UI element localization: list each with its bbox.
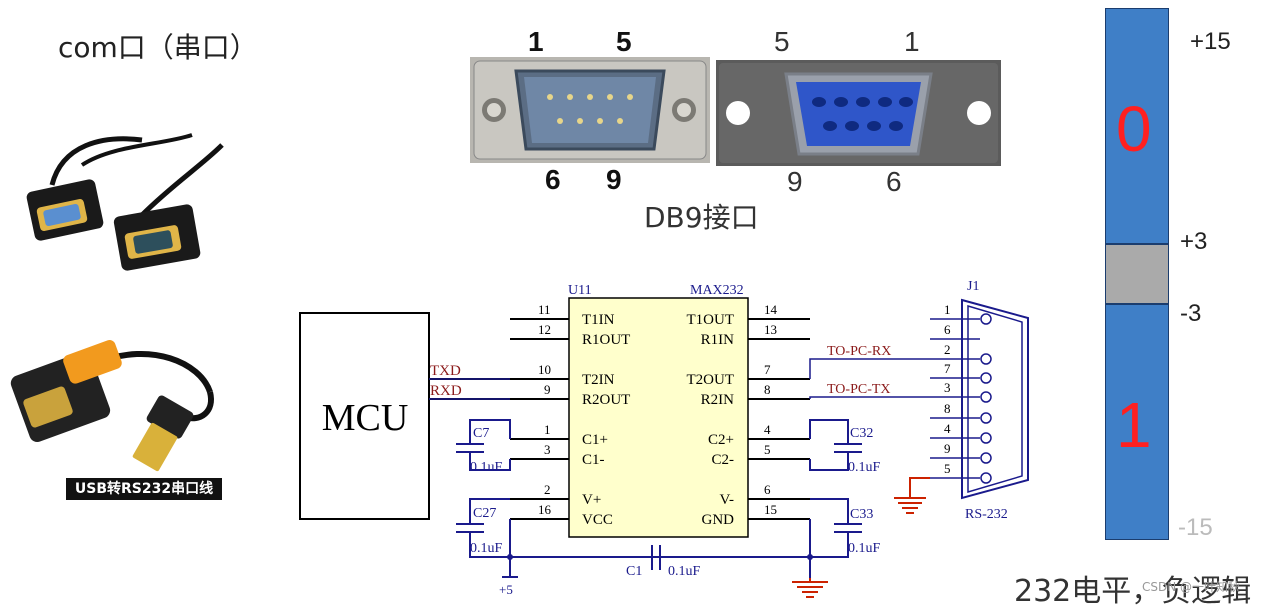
pin-name-r1in: R1IN bbox=[701, 332, 735, 348]
mcu-label: MCU bbox=[322, 397, 409, 439]
male-pin-label-5: 5 bbox=[616, 26, 632, 57]
supply-label: +5 bbox=[499, 582, 513, 597]
db9-female-icon bbox=[716, 60, 1001, 166]
c32-ref: C32 bbox=[850, 426, 873, 441]
level-minus3: -3 bbox=[1180, 300, 1202, 327]
txd-label: TXD bbox=[430, 363, 461, 379]
mcu-block bbox=[299, 312, 430, 520]
chip-name: MAX232 bbox=[690, 283, 744, 298]
j1-pin-3: 3 bbox=[944, 380, 951, 395]
logic-one-label: 1 bbox=[1116, 389, 1152, 461]
connector-ref: J1 bbox=[967, 279, 979, 294]
c7-ref: C7 bbox=[473, 426, 489, 441]
pin-num-10: 10 bbox=[538, 362, 551, 377]
logic-zero-label: 0 bbox=[1116, 93, 1152, 165]
c1-ref: C1 bbox=[626, 564, 642, 579]
pin-num-1: 1 bbox=[544, 422, 551, 437]
female-pin-label-6: 6 bbox=[886, 166, 902, 197]
pin-name-t2in: T2IN bbox=[582, 372, 615, 388]
j1-pin-4: 4 bbox=[944, 421, 951, 436]
pin-num-11: 11 bbox=[538, 302, 551, 317]
c27-ref: C27 bbox=[473, 506, 496, 521]
db9-female-connector bbox=[716, 60, 1001, 166]
db9-male-connector bbox=[470, 57, 710, 163]
pin-name-gnd: GND bbox=[702, 512, 735, 528]
rs232-connector-body bbox=[961, 298, 1029, 500]
usb-cable-photo bbox=[10, 322, 225, 482]
level-band-undefined bbox=[1105, 244, 1169, 304]
pin-num-14: 14 bbox=[764, 302, 778, 317]
pin-name-vplus: V+ bbox=[582, 492, 601, 508]
pin-num-2: 2 bbox=[544, 482, 551, 497]
pin-num-13: 13 bbox=[764, 322, 777, 337]
c33-ref: C33 bbox=[850, 507, 873, 522]
j1-pin-9: 9 bbox=[944, 441, 951, 456]
pin-name-r2out: R2OUT bbox=[582, 392, 630, 408]
male-pin-label-9: 9 bbox=[606, 164, 622, 195]
connector-ground-symbol bbox=[894, 477, 930, 514]
level-plus3: +3 bbox=[1180, 228, 1208, 255]
pin-name-c2plus: C2+ bbox=[708, 432, 734, 448]
pin-num-5: 5 bbox=[764, 442, 771, 457]
c7-value: 0.1uF bbox=[470, 460, 503, 475]
pin-num-6: 6 bbox=[764, 482, 771, 497]
db9-cable-photo bbox=[22, 125, 227, 275]
page-title: com口（串口） bbox=[58, 31, 258, 64]
chip-ref: U11 bbox=[568, 283, 592, 298]
max232-chip bbox=[568, 297, 749, 538]
db9-interface-label: DB9接口 bbox=[644, 201, 759, 234]
to-pc-tx-label: TO-PC-TX bbox=[827, 382, 891, 397]
pin-num-12: 12 bbox=[538, 322, 551, 337]
pin-name-t1in: T1IN bbox=[582, 312, 615, 328]
pin-name-t1out: T1OUT bbox=[687, 312, 735, 328]
pin-name-c1plus: C1+ bbox=[582, 432, 608, 448]
usb-cable-icon bbox=[10, 340, 214, 472]
j1-pin-8: 8 bbox=[944, 401, 951, 416]
j1-pin-1: 1 bbox=[944, 302, 951, 317]
c1-value: 0.1uF bbox=[668, 564, 701, 579]
pin-name-vcc: VCC bbox=[582, 512, 613, 528]
pin-num-8: 8 bbox=[764, 382, 771, 397]
j1-pin-6: 6 bbox=[944, 322, 951, 337]
level-minus15: -15 bbox=[1178, 514, 1213, 541]
connector-name: RS-232 bbox=[965, 507, 1008, 522]
c33-value: 0.1uF bbox=[848, 541, 881, 556]
pin-name-t2out: T2OUT bbox=[687, 372, 735, 388]
pin-name-r1out: R1OUT bbox=[582, 332, 630, 348]
pin-num-4: 4 bbox=[764, 422, 771, 437]
pin-name-c1minus: C1- bbox=[582, 452, 605, 468]
pin-num-9: 9 bbox=[544, 382, 551, 397]
usb-cable-caption: USB转RS232串口线 bbox=[66, 478, 222, 500]
pin-name-vminus: V- bbox=[720, 492, 734, 508]
female-pin-label-5: 5 bbox=[774, 26, 790, 57]
pin-name-r2in: R2IN bbox=[701, 392, 735, 408]
ground-symbol bbox=[792, 578, 828, 598]
level-plus15: +15 bbox=[1190, 28, 1231, 55]
rxd-label: RXD bbox=[430, 383, 462, 399]
c32-value: 0.1uF bbox=[848, 460, 881, 475]
db9-cable-icon bbox=[26, 133, 224, 271]
female-pin-label-1: 1 bbox=[904, 26, 920, 57]
j1-pin-7: 7 bbox=[944, 361, 951, 376]
db9-male-icon bbox=[470, 57, 710, 163]
pin-num-16: 16 bbox=[538, 502, 552, 517]
level-band-one bbox=[1105, 304, 1169, 540]
level-band-zero bbox=[1105, 8, 1169, 244]
pin-num-7: 7 bbox=[764, 362, 771, 377]
pin-num-3: 3 bbox=[544, 442, 551, 457]
j1-pin-5: 5 bbox=[944, 461, 951, 476]
to-pc-rx-label: TO-PC-RX bbox=[827, 344, 891, 359]
male-pin-label-1: 1 bbox=[528, 26, 544, 57]
pin-name-c2minus: C2- bbox=[712, 452, 735, 468]
female-pin-label-9: 9 bbox=[787, 166, 803, 197]
j1-pin-2: 2 bbox=[944, 342, 951, 357]
watermark: CSDN @一叶知秋 bbox=[1142, 580, 1241, 594]
male-pin-label-6: 6 bbox=[545, 164, 561, 195]
pin-num-15: 15 bbox=[764, 502, 777, 517]
c27-value: 0.1uF bbox=[470, 541, 503, 556]
